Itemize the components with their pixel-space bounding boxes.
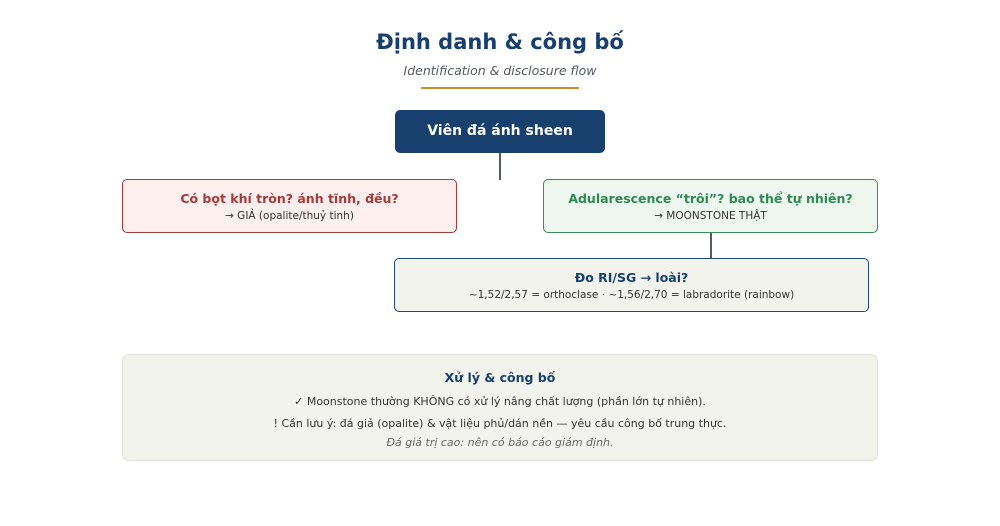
root-node: Viên đá ánh sheen <box>395 110 605 153</box>
notes-line-warning: ! Cần lưu ý: đá giả (opalite) & vật liệu… <box>273 417 727 430</box>
genuine-check-result: → MOONSTONE THẬT <box>654 210 767 222</box>
connector-right-to-bottom <box>710 233 712 259</box>
genuine-check-question: Adularescence “trôi”? bao thể tự nhiên? <box>568 191 853 206</box>
species-check-result: ~1,52/2,57 = orthoclase · ~1,56/2,70 = l… <box>468 289 795 301</box>
fake-check-question: Có bọt khí tròn? ánh tĩnh, đều? <box>180 191 399 206</box>
fake-check-node: Có bọt khí tròn? ánh tĩnh, đều? → GIẢ (o… <box>122 179 457 233</box>
notes-footnote: Đá giá trị cao: nên có báo cáo giám định… <box>386 436 614 449</box>
genuine-check-node: Adularescence “trôi”? bao thể tự nhiên? … <box>543 179 878 233</box>
fake-check-result: → GIẢ (opalite/thuỷ tinh) <box>225 210 354 222</box>
species-check-question: Đo RI/SG → loài? <box>574 270 689 285</box>
notes-title: Xử lý & công bố <box>444 370 556 385</box>
notes-line-treatment: ✓ Moonstone thường KHÔNG có xử lý nâng c… <box>294 395 706 408</box>
page-title: Định danh & công bố <box>376 30 624 54</box>
disclosure-notes-panel: Xử lý & công bố ✓ Moonstone thường KHÔNG… <box>122 354 878 461</box>
species-check-node: Đo RI/SG → loài? ~1,52/2,57 = orthoclase… <box>394 258 869 312</box>
title-divider <box>421 87 579 89</box>
connector-root-down <box>499 153 501 180</box>
page-subtitle: Identification & disclosure flow <box>403 63 597 78</box>
